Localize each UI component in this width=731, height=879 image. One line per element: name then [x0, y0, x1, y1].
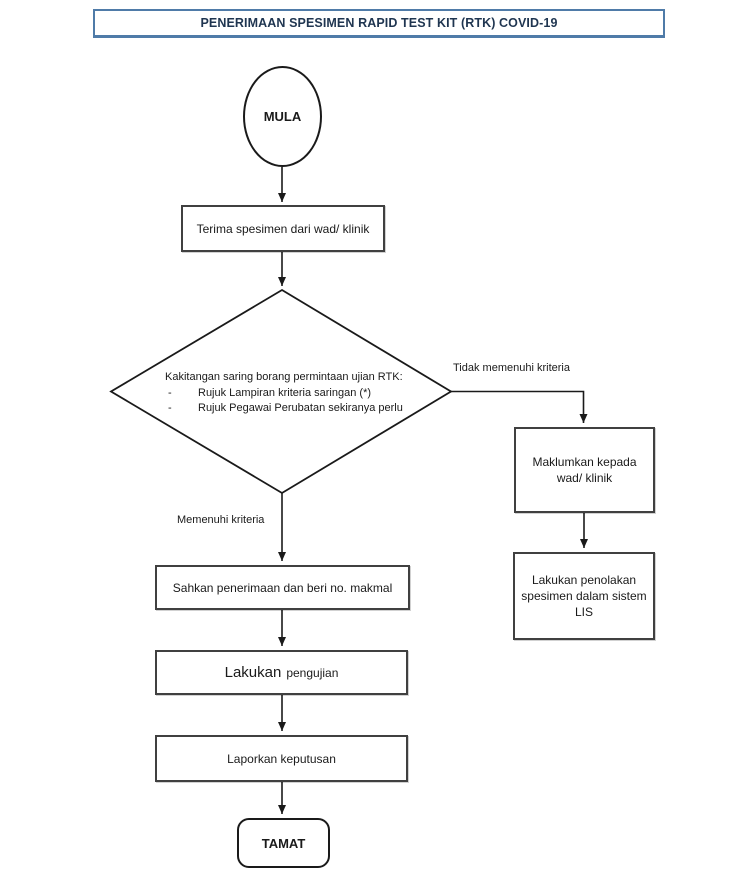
start-node: MULA	[243, 66, 322, 167]
process-perform-testing-word-2: pengujian	[286, 665, 339, 680]
process-perform-testing: Lakukan pengujian	[155, 650, 408, 695]
decision-heading: Kakitangan saring borang permintaan ujia…	[165, 371, 403, 383]
branch-label-not-meeting-criteria: Tidak memenuhi kriteria	[453, 362, 570, 374]
decision-bullet-2-text: Rujuk Pegawai Perubatan sekiranya perlu	[198, 402, 403, 414]
bullet-dash: -	[168, 402, 172, 414]
process-reject-specimen: Lakukan penolakan spesimen dalam sistem …	[513, 552, 655, 640]
decision-bullet-1-text: Rujuk Lampiran kriteria saringan (*)	[198, 386, 372, 399]
decision-bullet-2: - Rujuk Pegawai Perubatan sekiranya perl…	[165, 401, 413, 417]
process-confirm-receipt-label: Sahkan penerimaan dan beri no. makmal	[172, 580, 393, 595]
process-receive-specimen-label: Terima spesimen dari wad/ klinik	[196, 221, 370, 236]
end-node-label: TAMAT	[261, 835, 306, 851]
process-confirm-receipt: Sahkan penerimaan dan beri no. makmal	[155, 565, 410, 610]
decision-bullet-1: - Rujuk Lampiran kriteria saringan (*)	[165, 386, 413, 402]
flowchart-title: PENERIMAAN SPESIMEN RAPID TEST KIT (RTK)…	[200, 16, 558, 30]
connector-decision-to-notify	[451, 390, 588, 423]
process-reject-specimen-line-3: LIS	[574, 605, 593, 619]
process-perform-testing-word-1: Lakukan	[224, 663, 282, 681]
process-notify-ward-line-1: Maklumkan kepada	[532, 455, 637, 469]
decision-screening-text: Kakitangan saring borang permintaan ujia…	[165, 370, 413, 417]
process-reject-specimen-line-1: Lakukan penolakan	[531, 573, 637, 587]
process-report-results: Laporkan keputusan	[155, 735, 408, 782]
branch-label-meeting-criteria: Memenuhi kriteria	[177, 514, 265, 526]
start-node-label: MULA	[263, 109, 302, 124]
process-notify-ward: Maklumkan kepada wad/ klinik	[514, 427, 655, 513]
process-report-results-label: Laporkan keputusan	[227, 751, 336, 766]
flowchart-title-box: PENERIMAAN SPESIMEN RAPID TEST KIT (RTK)…	[93, 9, 665, 38]
process-notify-ward-line-2: wad/ klinik	[556, 471, 613, 485]
process-receive-specimen: Terima spesimen dari wad/ klinik	[181, 205, 385, 252]
end-node: TAMAT	[237, 818, 330, 868]
process-reject-specimen-line-2: spesimen dalam sistem	[521, 589, 647, 603]
bullet-dash: -	[168, 386, 172, 399]
